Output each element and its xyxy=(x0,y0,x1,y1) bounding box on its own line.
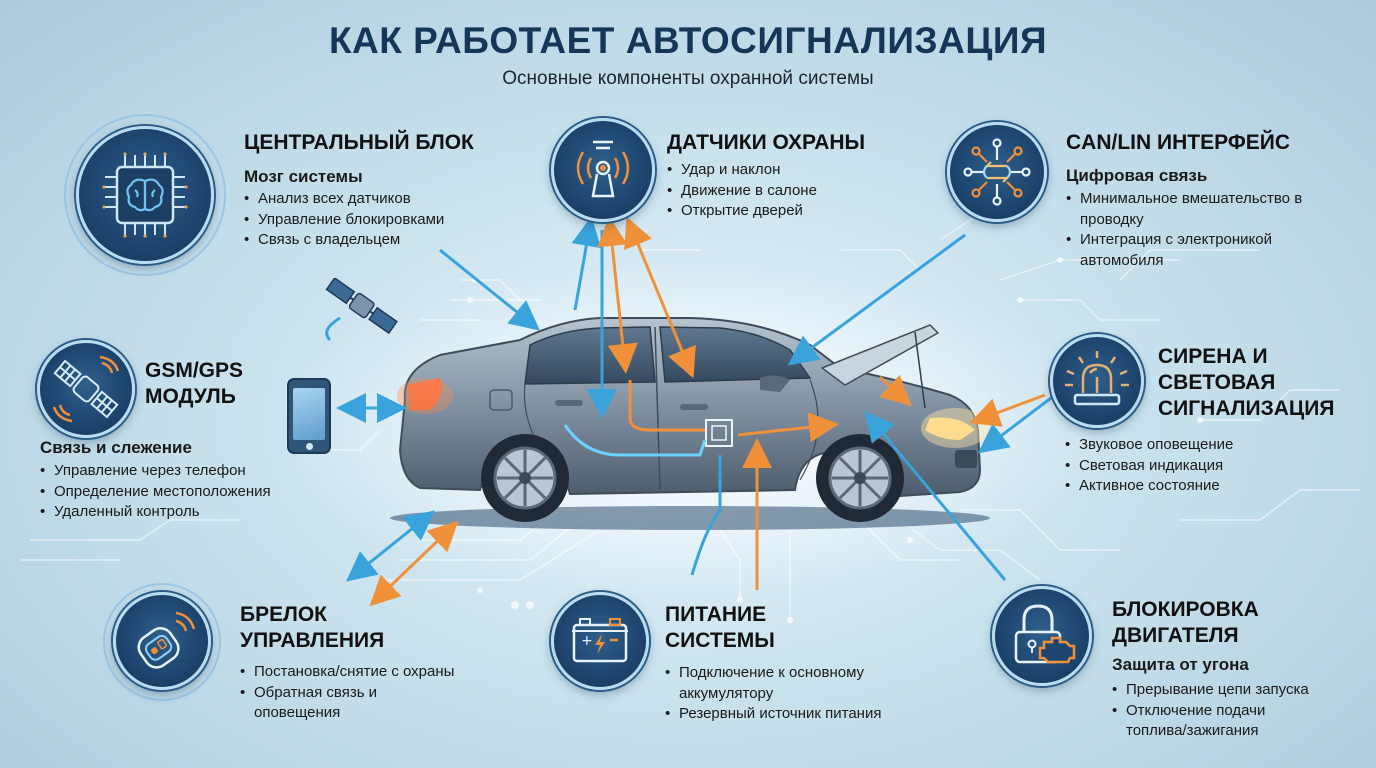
gsm-gps-bullets: Управление через телефон Определение мес… xyxy=(40,461,271,523)
bullet: Звуковое оповещение xyxy=(1065,435,1233,456)
gsm-gps-subtitle: Связь и слежение xyxy=(40,438,192,457)
engine-lock-title: БЛОКИРОВКА ДВИГАТЕЛЯ xyxy=(1112,598,1259,647)
sensors-bullets: Удар и наклон Движение в салоне Открытие… xyxy=(667,160,817,222)
sensor-signal-icon xyxy=(551,118,655,222)
central-unit-subtitle: Мозг системы xyxy=(244,167,363,186)
bullet: Подключение к основному аккумулятору xyxy=(665,663,905,704)
can-lin-subtitle: Цифровая связь xyxy=(1066,166,1208,185)
engine-lock-subtitle: Защита от угона xyxy=(1112,655,1249,674)
central-unit-bullets: Анализ всех датчиков Управление блокиров… xyxy=(244,189,444,251)
bullet: Управление через телефон xyxy=(40,461,271,482)
siren-beacon-icon xyxy=(1050,334,1144,428)
bullet: Удаленный контроль xyxy=(40,502,271,523)
siren-title: СИРЕНА И СВЕТОВАЯ СИГНАЛИЗАЦИЯ xyxy=(1158,345,1335,420)
bullet: Связь с владельцем xyxy=(244,230,444,251)
can-lin-title: CAN/LIN ИНТЕРФЕЙС xyxy=(1066,131,1291,154)
page-subtitle: Основные компоненты охранной системы xyxy=(502,68,874,89)
power-title: ПИТАНИЕ СИСТЕМЫ xyxy=(665,603,775,652)
bullet: Движение в салоне xyxy=(667,181,817,202)
brain-chip-icon xyxy=(76,126,214,264)
battery-icon: + xyxy=(551,592,649,690)
key-fob-bullets: Постановка/снятие с охраны Обратная связ… xyxy=(240,662,510,724)
bullet: Прерывание цепи запуска xyxy=(1112,680,1352,701)
engine-lock-bullets: Прерывание цепи запуска Отключение подач… xyxy=(1112,680,1352,742)
bullet: Отключение подачи топлива/зажигания xyxy=(1112,701,1302,742)
bullet: Управление блокировками xyxy=(244,210,444,231)
page-title: КАК РАБОТАЕТ АВТОСИГНАЛИЗАЦИЯ xyxy=(328,20,1048,61)
bullet: Определение местоположения xyxy=(40,482,271,503)
bullet: Минимальное вмешательство в проводку xyxy=(1066,189,1346,230)
can-lin-bullets: Минимальное вмешательство в проводку Инт… xyxy=(1066,189,1346,271)
padlock-engine-icon xyxy=(992,586,1092,686)
bullet: Интеграция с электроникой автомобиля xyxy=(1066,230,1346,271)
network-nodes-icon xyxy=(947,122,1047,222)
power-bullets: Подключение к основному аккумулятору Рез… xyxy=(665,663,925,725)
central-unit-title: ЦЕНТРАЛЬНЫЙ БЛОК xyxy=(244,131,474,154)
bullet: Удар и наклон xyxy=(667,160,817,181)
bullet: Резервный источник питания xyxy=(665,704,925,725)
key-fob-icon xyxy=(113,592,211,690)
bullet: Постановка/снятие с охраны xyxy=(240,662,510,683)
bullet: Активное состояние xyxy=(1065,476,1233,497)
bullet: Световая индикация xyxy=(1065,456,1233,477)
gsm-gps-title: GSM/GPS МОДУЛЬ xyxy=(145,359,244,408)
svg-text:+: + xyxy=(581,633,593,649)
key-fob-title: БРЕЛОК УПРАВЛЕНИЯ xyxy=(240,603,385,652)
car-illustration xyxy=(397,317,989,522)
bullet: Обратная связь и оповещения xyxy=(240,683,400,724)
satellite-icon xyxy=(37,340,135,438)
sensors-title: ДАТЧИКИ ОХРАНЫ xyxy=(667,131,866,154)
bullet: Открытие дверей xyxy=(667,201,817,222)
siren-bullets: Звуковое оповещение Световая индикация А… xyxy=(1065,435,1233,497)
satellite-illustration-icon xyxy=(325,278,398,335)
bullet: Анализ всех датчиков xyxy=(244,189,444,210)
smartphone-icon xyxy=(287,378,331,454)
